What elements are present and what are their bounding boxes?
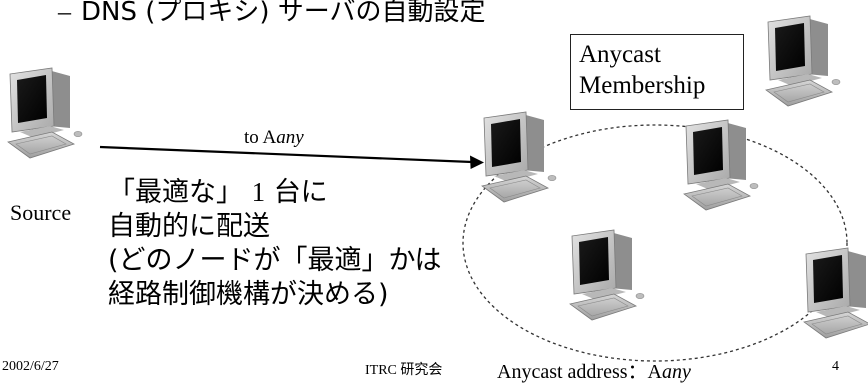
note-line-2: 自動的に配送 bbox=[108, 211, 270, 242]
footer-address-italic: any bbox=[661, 361, 691, 383]
footer-address-prefix: Anycast address：A bbox=[497, 361, 662, 383]
footer-org: ITRC 研究会 bbox=[365, 363, 443, 378]
note-line-1: 「最適な」 1 台に bbox=[108, 175, 441, 210]
note-line-1b: 1 bbox=[251, 177, 266, 207]
delivery-notes: 「最適な」 1 台に 自動的に配送 (どのノードが「最適」かは 経路制御機構が決… bbox=[108, 175, 441, 312]
computer-icon bbox=[7, 67, 83, 159]
bullet-dash: – bbox=[58, 0, 71, 26]
footer-anycast-address: Anycast address：Aany bbox=[497, 355, 691, 384]
arrowhead bbox=[470, 155, 484, 169]
note-line-1c: 台に bbox=[273, 177, 328, 208]
arrow-label: to Aany bbox=[244, 127, 304, 149]
footer-page-number: 4 bbox=[832, 359, 839, 374]
note-line-1a: 「最適な」 bbox=[108, 177, 243, 208]
anycast-group-ellipse bbox=[462, 124, 848, 362]
membership-line-1: Anycast bbox=[579, 41, 661, 68]
anycast-membership-label: Anycast Membership bbox=[570, 34, 744, 110]
bullet-text: DNS (プロキシ) サーバの自動設定 bbox=[81, 0, 486, 27]
membership-line-2: Membership bbox=[579, 72, 706, 99]
arrow-label-prefix: to A bbox=[244, 127, 277, 148]
anycast-arrow bbox=[99, 145, 473, 164]
computer-icon bbox=[803, 247, 868, 339]
computer-icon bbox=[765, 15, 841, 107]
source-label: Source bbox=[10, 200, 72, 225]
arrow-label-italic: any bbox=[276, 127, 304, 148]
computer-icon bbox=[481, 111, 557, 203]
computer-icon bbox=[683, 119, 759, 211]
note-line-3: (どのノードが「最適」かは bbox=[108, 245, 442, 276]
computer-icon bbox=[569, 229, 645, 321]
top-bullet: –DNS (プロキシ) サーバの自動設定 bbox=[58, 0, 486, 28]
note-line-4: 経路制御機構が決める) bbox=[108, 279, 389, 310]
footer-date: 2002/6/27 bbox=[2, 359, 59, 374]
